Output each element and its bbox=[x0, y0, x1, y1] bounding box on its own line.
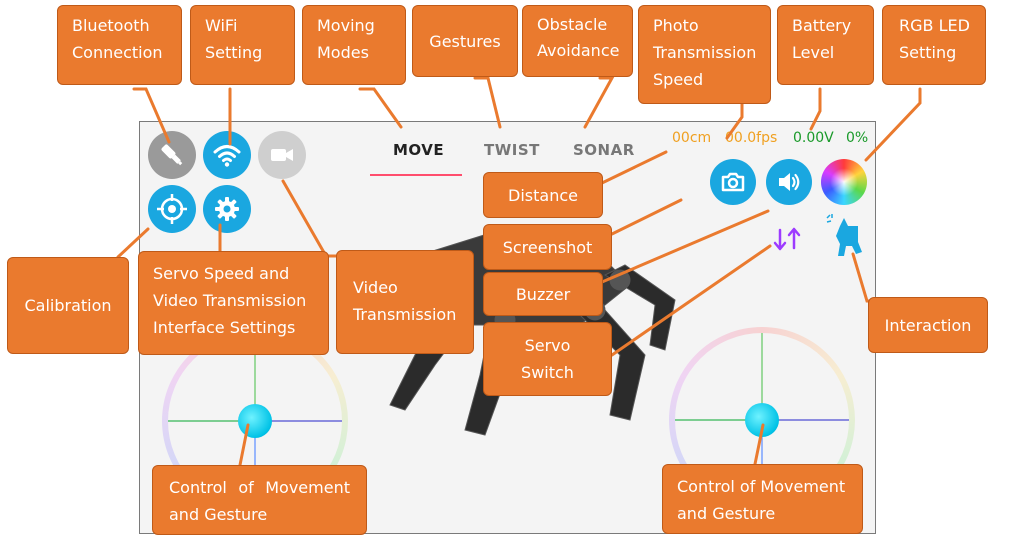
video-camera-icon bbox=[271, 149, 293, 161]
servo-switch-button[interactable] bbox=[770, 222, 806, 256]
calibration-crosshair-icon bbox=[157, 194, 187, 224]
callout-moving-modes: Moving Modes bbox=[302, 5, 406, 85]
dog-interaction-icon bbox=[826, 214, 862, 256]
speaker-icon bbox=[779, 173, 800, 191]
callout-calibration: Calibration bbox=[7, 257, 129, 354]
callout-control-right: Control of Movement and Gesture bbox=[662, 464, 863, 534]
tab-twist[interactable]: TWIST bbox=[484, 141, 540, 159]
color-wheel-icon bbox=[821, 159, 867, 205]
callout-interaction: Interaction bbox=[868, 297, 988, 353]
servo-switch-icon bbox=[773, 227, 801, 251]
callout-photo-speed: Photo Transmission Speed bbox=[638, 5, 771, 104]
callout-wifi: WiFi Setting bbox=[190, 5, 295, 85]
tab-move-underline bbox=[370, 174, 462, 176]
settings-gear-icon bbox=[215, 197, 239, 221]
callout-bluetooth: Bluetooth Connection bbox=[57, 5, 182, 85]
callout-video: Video Transmission bbox=[336, 250, 474, 354]
fps-readout: 00.0fps bbox=[725, 130, 778, 146]
calibration-button[interactable] bbox=[148, 185, 196, 233]
callout-servo-switch: Servo Switch bbox=[483, 322, 612, 396]
callout-buzzer: Buzzer bbox=[483, 272, 603, 316]
wifi-button[interactable] bbox=[203, 131, 251, 179]
voltage-readout: 0.00V bbox=[793, 130, 834, 146]
interaction-button[interactable] bbox=[824, 212, 868, 260]
callout-screenshot: Screenshot bbox=[483, 224, 612, 270]
callout-distance: Distance bbox=[483, 172, 603, 218]
right-joystick-knob[interactable] bbox=[745, 403, 779, 437]
callout-gestures: Gestures bbox=[412, 5, 518, 77]
settings-button[interactable] bbox=[203, 185, 251, 233]
callout-battery: Battery Level bbox=[777, 5, 874, 85]
callout-rgb: RGB LED Setting bbox=[882, 5, 986, 85]
bluetooth-button[interactable] bbox=[148, 131, 196, 179]
tab-move[interactable]: MOVE bbox=[393, 141, 445, 159]
callout-servo-speed: Servo Speed and Video Transmission Inter… bbox=[138, 251, 329, 355]
distance-readout: 00cm bbox=[672, 130, 712, 146]
screenshot-button[interactable] bbox=[710, 159, 756, 205]
buzzer-button[interactable] bbox=[766, 159, 812, 205]
bluetooth-icon bbox=[161, 144, 183, 166]
callout-control-left: Control of Movement and Gesture bbox=[152, 465, 367, 535]
battery-readout: 0% bbox=[846, 130, 869, 146]
rgb-led-button[interactable] bbox=[821, 159, 867, 205]
callout-obstacle: Obstacle Avoidance bbox=[522, 5, 633, 77]
left-joystick-knob[interactable] bbox=[238, 404, 272, 438]
wifi-icon bbox=[213, 145, 241, 167]
camera-icon bbox=[721, 172, 745, 192]
video-button[interactable] bbox=[258, 131, 306, 179]
tab-sonar[interactable]: SONAR bbox=[573, 141, 635, 159]
